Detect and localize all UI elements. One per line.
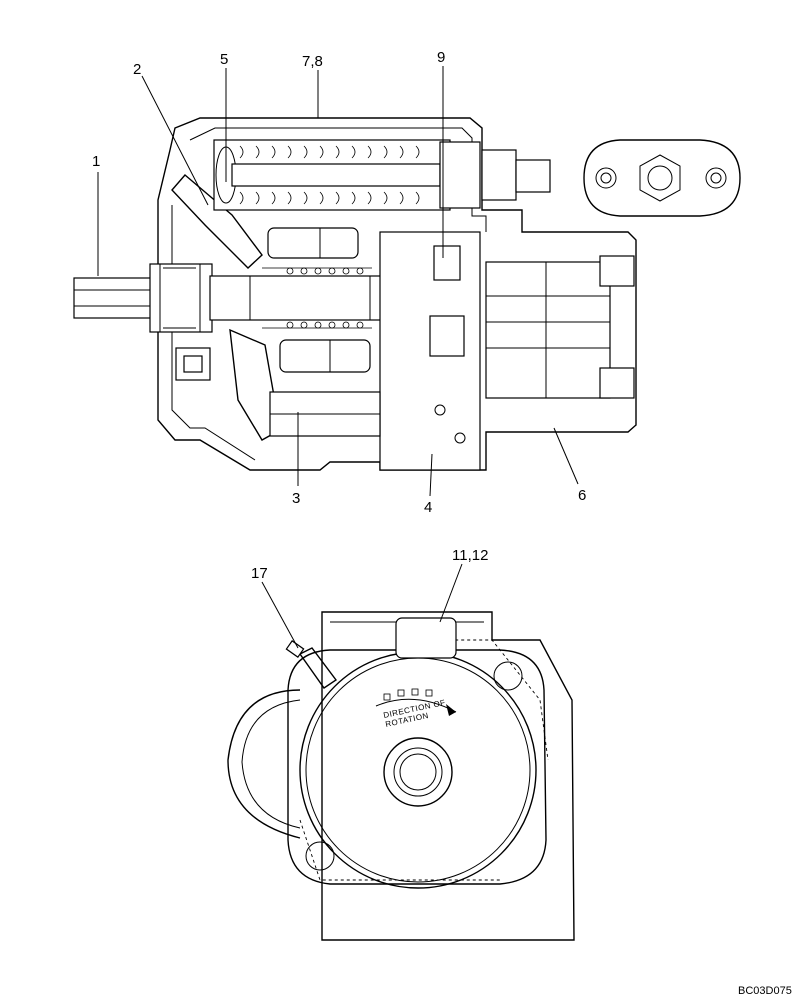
callout-9: 9 [437,49,445,66]
drawing-reference-code: BC03D075 [738,985,792,997]
rotation-tick-marks [383,688,433,701]
callout-labels: 1 2 3 4 5 6 7,8 9 11,12 17 [92,49,586,582]
callout-3: 3 [292,490,300,507]
spring-coils [239,145,420,205]
pump-section-view [73,117,637,471]
callout-1: 1 [92,153,100,170]
leader-lines [97,66,579,649]
callout-2: 2 [133,61,141,78]
callout-5: 5 [220,51,228,68]
callout-17: 17 [251,565,268,582]
bearing-balls [286,267,364,329]
callout-6: 6 [578,487,586,504]
callout-11-12: 11,12 [452,547,488,564]
pump-end-view: DIRECTION OF ROTATION [227,611,575,941]
callout-7-8: 7,8 [302,53,323,70]
grease-fitting [285,640,338,689]
callout-4: 4 [424,499,432,516]
mounting-flange-view [583,139,741,217]
